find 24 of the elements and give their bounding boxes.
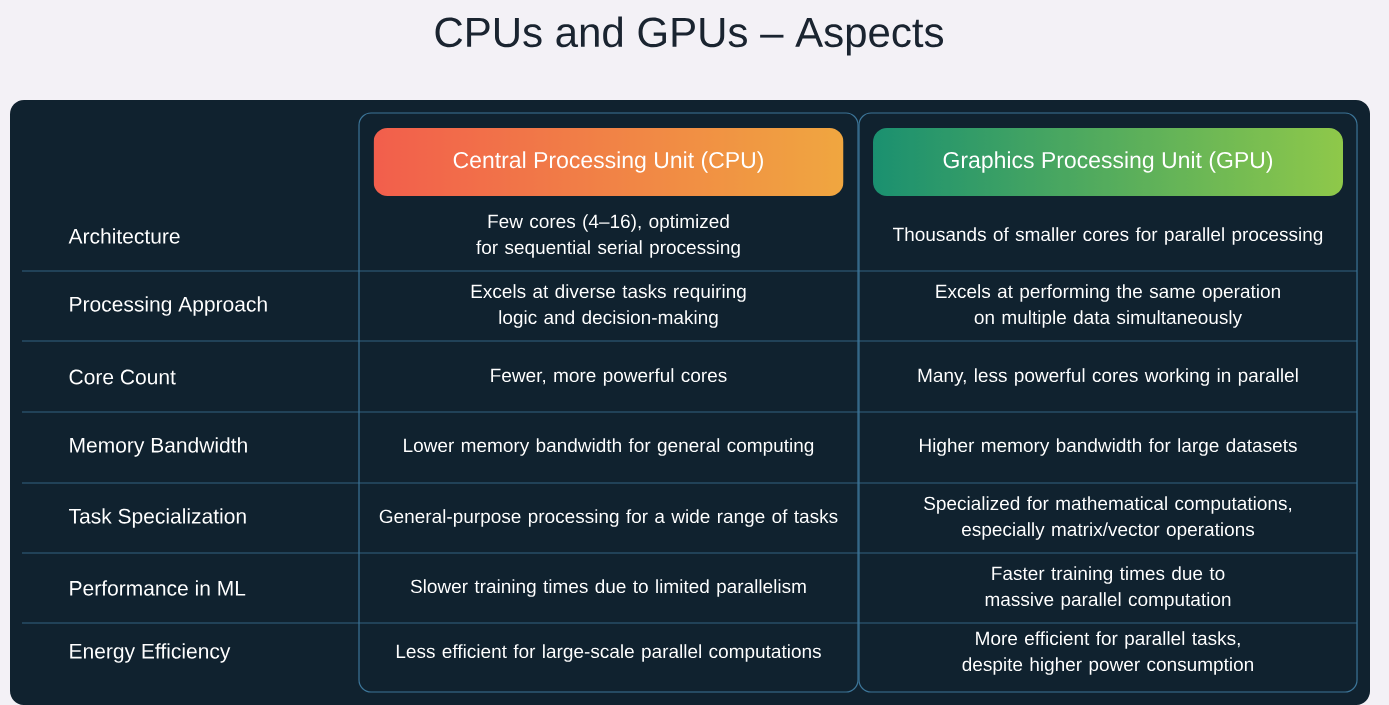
table-cell: Few cores (4–16), optimized for sequential serial processing	[476, 214, 740, 258]
table-cell: General-purpose processing for a wide range of tasks	[379, 509, 838, 527]
table-cell: Faster training times due to massive parallel computation	[985, 566, 1231, 610]
table-cell: Fewer, more powerful cores	[491, 368, 727, 386]
row-header: Processing Approach	[70, 296, 267, 316]
table-cell: Many, less powerful cores working in parallel	[918, 368, 1298, 386]
table-cell: More efficient for parallel tasks, despite higher power consumption	[962, 631, 1253, 675]
row-header: Core Count	[69, 369, 176, 385]
column-header: Central Processing Unit (CPU)	[453, 151, 763, 173]
row-header: Performance in ML	[70, 580, 246, 596]
row-header: Memory Bandwidth	[70, 437, 247, 457]
table-cell: Specialized for mathematical computations, especially matrix/vector operations	[924, 496, 1292, 540]
column-header: Graphics Processing Unit (GPU)	[943, 151, 1273, 173]
table-cell: Higher memory bandwidth for large datasets	[920, 438, 1297, 456]
table-cell: Excels at performing the same operation on multiple data simultaneously	[936, 284, 1280, 328]
row-header: Energy Efficiency	[70, 643, 231, 663]
table-cell: Excels at diverse tasks requiring logic and decision-making	[471, 284, 746, 328]
table-cell: Slower training times due to limited parallelism	[410, 579, 806, 597]
row-header: Task Specialization	[69, 508, 246, 528]
table-cell: Thousands of smaller cores for parallel processing	[893, 227, 1323, 245]
row-header: Architecture	[68, 228, 180, 244]
slide-title: CPUs and GPUs – Aspects	[435, 16, 943, 56]
table-cell: Lower memory bandwidth for general computing	[404, 438, 814, 456]
table-cell: Less efficient for large-scale parallel computations	[396, 644, 821, 662]
